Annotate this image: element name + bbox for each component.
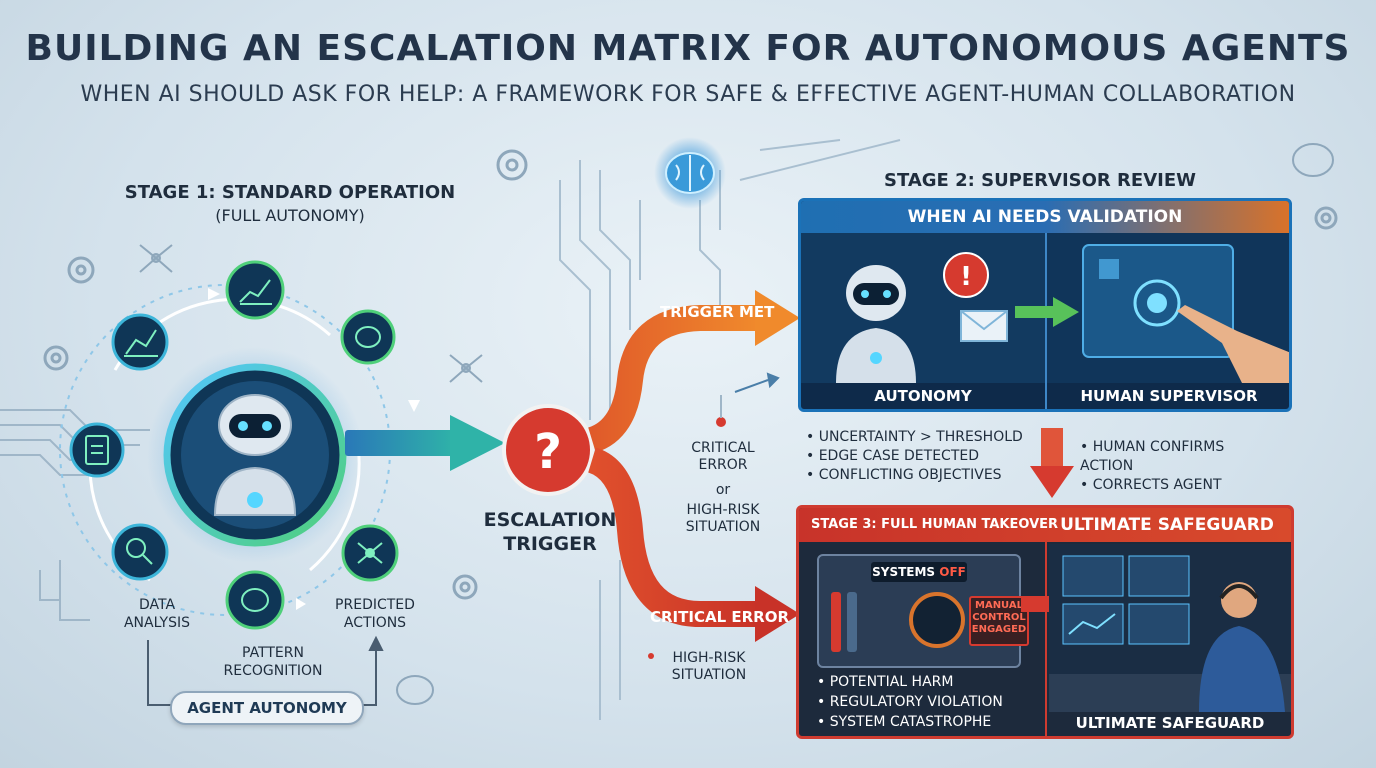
high-risk-bullet: HIGH-RISK SITUATION (671, 650, 747, 683)
network-icon (139, 244, 483, 383)
escalation-trigger-label: ESCALATION TRIGGER (483, 509, 617, 555)
trigger-met-arrow (587, 290, 800, 453)
risk-item: • REGULATORY VIOLATION (817, 694, 1003, 710)
condition-item: • CONFLICTING OBJECTIVES (806, 467, 1002, 483)
middle-high-risk: HIGH-RISK SITUATION (685, 502, 761, 535)
brain-small-icon (241, 326, 381, 612)
risk-item: • SYSTEM CATASTROPHE (817, 714, 992, 730)
cycle-arrows (208, 288, 420, 610)
operator-scene (1049, 544, 1291, 712)
middle-critical-error: CRITICAL ERROR (691, 440, 755, 473)
stage2-panel-header: WHEN AI NEEDS VALIDATION (801, 201, 1289, 233)
stage1-title: STAGE 1: STANDARD OPERATION (124, 182, 456, 203)
lever-icon (831, 592, 841, 652)
svg-text:!: ! (960, 262, 972, 292)
outcome-item: • HUMAN CONFIRMS ACTION (1080, 439, 1225, 474)
systems-state: OFF (939, 565, 966, 579)
robot-icon (213, 394, 297, 516)
alert-icon: ! (943, 252, 989, 298)
panel-divider (1045, 542, 1047, 736)
risk-list: • POTENTIAL HARM • REGULATORY VIOLATION … (817, 672, 1037, 732)
autonomy-connectors (147, 635, 384, 706)
gear-icon (43, 149, 1338, 600)
dial-icon (909, 592, 965, 648)
stage2-conditions: • UNCERTAINTY > THRESHOLD • EDGE CASE DE… (806, 428, 1046, 485)
panel-divider (1045, 233, 1047, 409)
human-supervisor-caption: HUMAN SUPERVISOR (1080, 387, 1258, 405)
systems-label: SYSTEMS (872, 565, 936, 579)
systems-status: SYSTEMS OFF (871, 562, 967, 582)
handoff-arrow (1015, 297, 1079, 327)
stage2-outcomes: • HUMAN CONFIRMS ACTION • CORRECTS AGENT (1080, 438, 1280, 495)
stage3-header: STAGE 3: FULL HUMAN TAKEOVER ULTIMATE SA… (799, 508, 1291, 542)
brain-outline-icon (396, 143, 1334, 705)
envelope-icon (960, 310, 1008, 342)
agent-autonomy-pill: AGENT AUTONOMY (170, 691, 364, 725)
trigger-met-label: TRIGGER MET (660, 303, 775, 321)
bullet-dot (648, 653, 654, 659)
ultimate-safeguard-caption: ULTIMATE SAFEGUARD (1075, 714, 1265, 732)
operator-icon (1199, 582, 1285, 712)
brain-icon (654, 137, 726, 209)
stage2-panel: WHEN AI NEEDS VALIDATION ! AUTONOMY HUMA… (798, 198, 1292, 412)
indicator-dot (716, 417, 726, 427)
stage3-panel: STAGE 3: FULL HUMAN TAKEOVER ULTIMATE SA… (796, 505, 1294, 739)
svg-text:?: ? (534, 424, 562, 480)
stage2-title: STAGE 2: SUPERVISOR REVIEW (884, 170, 1196, 191)
manual-control-indicator: MANUAL CONTROL ENGAGED (969, 596, 1029, 646)
chart-up-icon (239, 279, 272, 305)
question-icon: ? (502, 404, 594, 496)
arrow-to-escalation (345, 415, 505, 471)
condition-item: • EDGE CASE DETECTED (806, 448, 979, 464)
pattern-recognition-label: PATTERN RECOGNITION (223, 645, 323, 679)
robot-icon (836, 265, 916, 383)
critical-error-arrow (587, 447, 800, 642)
autonomy-caption: AUTONOMY (874, 387, 972, 405)
thin-arrow (734, 372, 780, 393)
stage3-title: STAGE 3: FULL HUMAN TAKEOVER (811, 517, 1059, 532)
lever-icon (847, 592, 857, 652)
page-title: BUILDING AN ESCALATION MATRIX FOR AUTONO… (25, 28, 1351, 69)
stage3-safeguard-title: ULTIMATE SAFEGUARD (1060, 515, 1274, 535)
middle-or: or (715, 482, 731, 498)
condition-item: • UNCERTAINTY > THRESHOLD (806, 429, 1023, 445)
critical-error-label: CRITICAL ERROR (650, 608, 789, 626)
down-arrow (1030, 428, 1074, 498)
predicted-actions-label: PREDICTED ACTIONS (335, 597, 415, 631)
clipboard-icon (85, 435, 109, 465)
control-console: SYSTEMS OFF MANUAL CONTROL ENGAGED (817, 554, 1029, 668)
robot-alert-scene: ! (801, 233, 1045, 383)
data-analysis-label: DATA ANALYSIS (123, 597, 191, 631)
stage1-subtitle: (FULL AUTONOMY) (215, 206, 365, 225)
outcome-item: • CORRECTS AGENT (1080, 477, 1222, 493)
risk-item: • POTENTIAL HARM (817, 674, 954, 690)
bar-chart-icon (124, 329, 158, 357)
circuit-lines-center (559, 139, 901, 720)
magnifier-icon (126, 538, 153, 565)
network-node-icon (357, 542, 383, 564)
page-subtitle: WHEN AI SHOULD ASK FOR HELP: A FRAMEWORK… (80, 82, 1296, 107)
supervisor-scene (1047, 233, 1289, 383)
